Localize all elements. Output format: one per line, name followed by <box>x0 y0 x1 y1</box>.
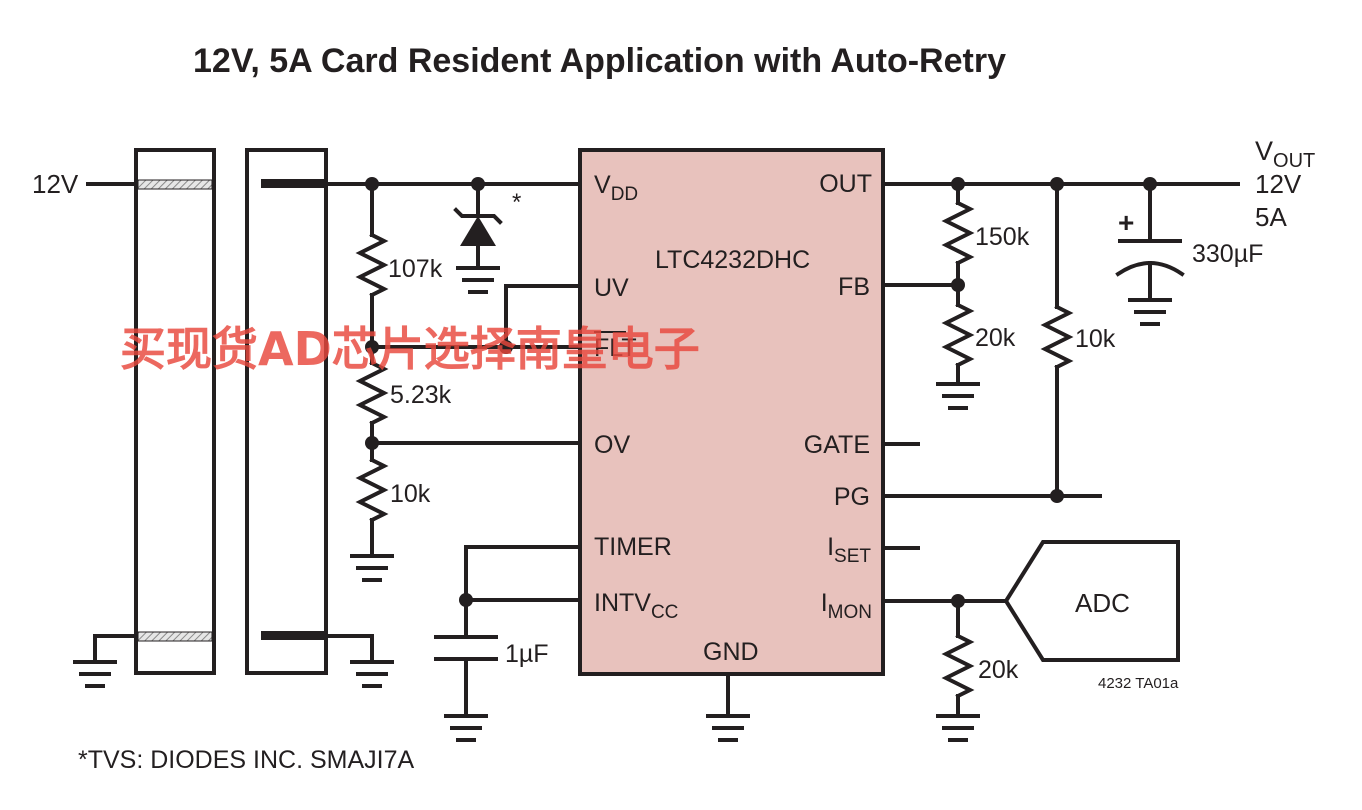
ic-part-number: LTC4232DHC <box>655 246 810 274</box>
ground-symbol <box>73 634 138 688</box>
ic-ltc4232 <box>578 148 885 676</box>
junction-dot <box>459 593 473 607</box>
timer-wire <box>464 545 582 639</box>
ground-symbol <box>936 382 980 410</box>
capacitor-polarity: + <box>1118 207 1134 238</box>
adc-label: ADC <box>1075 588 1130 618</box>
pin-out: OUT <box>819 170 872 198</box>
footnote: *TVS: DIODES INC. SMAJI7A <box>78 746 415 774</box>
pin-uv: UV <box>594 274 629 302</box>
capacitor-330uf <box>1115 182 1185 326</box>
figure-id: 4232 TA01a <box>1098 675 1179 692</box>
pin-imon: IMON <box>821 589 872 623</box>
vout-label: VOUT <box>1255 136 1315 172</box>
ground-symbol <box>936 714 980 742</box>
adc-block <box>1003 540 1180 662</box>
capacitor-label: 1µF <box>505 640 549 668</box>
resistor-label: 150k <box>975 223 1030 251</box>
resistor-20k-fb <box>941 302 975 368</box>
uv-wire <box>504 284 582 349</box>
pin-flt: FLT <box>594 334 637 362</box>
capacitor-1uf <box>434 635 498 661</box>
resistor-label: 20k <box>975 324 1016 352</box>
diagram-title: 12V, 5A Card Resident Application with A… <box>193 42 1006 80</box>
vout-current: 5A <box>1255 202 1287 232</box>
pin-vdd: VDD <box>594 171 638 205</box>
card-connector <box>245 148 328 675</box>
backplane-connector <box>134 148 216 675</box>
resistor-20k-imon <box>941 633 975 699</box>
resistor-label: 10k <box>390 480 431 508</box>
vout-voltage: 12V <box>1255 169 1302 199</box>
junction-dot <box>1050 489 1064 503</box>
resistor-10k-left <box>355 457 389 523</box>
resistor-label: 107k <box>388 255 443 283</box>
ground-symbol <box>324 634 394 688</box>
input-voltage-label: 12V <box>32 169 79 199</box>
resistor-107k <box>355 232 389 298</box>
resistor-5-23k <box>355 360 389 426</box>
pin-intvcc: INTVCC <box>594 589 678 623</box>
pin-ov: OV <box>594 431 630 459</box>
ground-symbol <box>444 714 488 742</box>
ground-symbol <box>706 714 750 742</box>
pin-gate: GATE <box>804 431 870 459</box>
junction-dot <box>951 278 965 292</box>
watermark-text: 买现货AD芯片选择南皇电子 <box>120 322 700 376</box>
resistor-10k-pg <box>1040 304 1074 370</box>
tvs-diode <box>453 182 503 294</box>
pin-pg: PG <box>834 483 870 511</box>
ground-symbol <box>350 554 394 582</box>
pin-fb: FB <box>838 273 870 301</box>
capacitor-label: 330µF <box>1192 240 1263 268</box>
pin-timer: TIMER <box>594 533 672 561</box>
pin-iset: ISET <box>827 533 871 567</box>
resistor-150k <box>941 200 975 266</box>
resistor-label: 20k <box>978 656 1019 684</box>
tvs-footnote-mark: * <box>512 189 521 216</box>
resistor-label: 5.23k <box>390 381 452 409</box>
pin-gnd: GND <box>703 638 759 666</box>
resistor-label: 10k <box>1075 325 1116 353</box>
